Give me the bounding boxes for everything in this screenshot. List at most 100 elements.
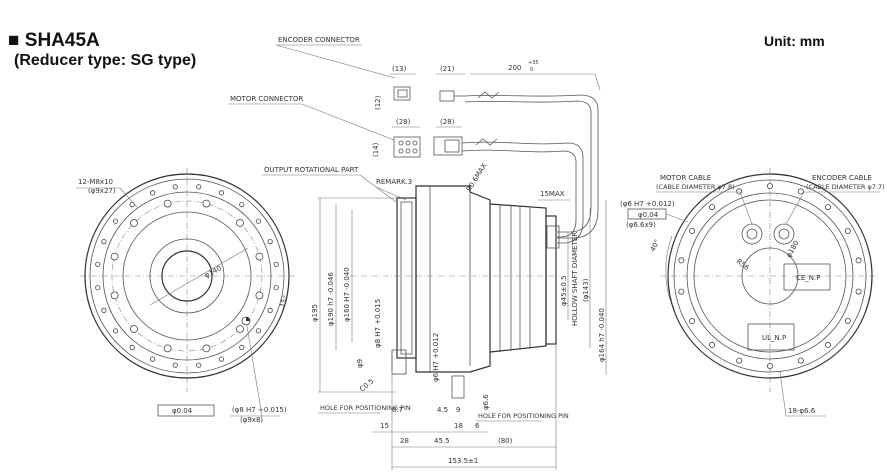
left-ring-2 <box>102 191 272 361</box>
right-bolt-hole <box>824 341 831 348</box>
encoder-cable-edge <box>464 100 592 233</box>
left-outer-hole <box>273 285 279 291</box>
angle-15: 15° <box>278 294 290 308</box>
left-outer-hole <box>239 202 245 208</box>
dim-164: φ164 h7 -0.040 <box>598 308 606 362</box>
encoder-cable-label: ENCODER CABLE <box>812 174 872 182</box>
hole-pin-left-label: HOLE FOR POSITIONING PIN <box>320 404 411 412</box>
hole-pin-right-label: HOLE FOR POSITIONING PIN <box>478 412 569 420</box>
m8-depth-label: (φ9x27) <box>88 187 116 195</box>
left-outer-circle <box>84 173 290 379</box>
r06-label: R0.6MAX <box>465 162 489 193</box>
ul-np-label: UL_N.P <box>762 334 786 342</box>
right-outer-circle <box>667 173 873 379</box>
encoder-connector-body <box>393 86 411 101</box>
dim-13: (13) <box>392 65 407 73</box>
d180-label: φ180 <box>785 239 801 259</box>
left-bolt-hole <box>236 219 244 227</box>
remark-label: REMARK.3 <box>376 178 412 186</box>
angle-40: 40° <box>649 238 662 253</box>
left-outer-hole <box>101 239 107 245</box>
left-outer-hole <box>218 356 224 362</box>
left-bolt-holes <box>110 199 264 353</box>
flat-tol-box-left <box>157 404 215 417</box>
left-outer-hole <box>101 307 107 313</box>
left-hollow-bore <box>161 250 213 302</box>
left-outer-hole <box>196 362 202 368</box>
left-bolt-hole <box>236 325 244 333</box>
motor-cable-exit <box>741 223 763 245</box>
unit-label: Unit: mm <box>764 33 825 49</box>
encoder-cable-break <box>477 91 500 99</box>
left-outer-hole <box>129 202 135 208</box>
pin-left-depth: (φ9x8) <box>240 416 263 424</box>
dim-80: (80) <box>498 437 513 445</box>
left-bolt-hole <box>163 199 172 208</box>
hollow-shaft-label: HOLLOW SHAFT DIAMETER <box>571 232 579 326</box>
dim-200-tol-lower: 0 <box>530 67 533 73</box>
holes-18: 18-φ6.6 <box>788 407 816 415</box>
dim-6h7: φ6 H7 +0.012 <box>432 333 440 382</box>
encoder-connector-pins <box>397 89 408 98</box>
encoder-plug <box>439 90 455 102</box>
left-outer-hole <box>196 184 202 190</box>
left-bolt-hole <box>110 291 119 300</box>
left-bolt-hole <box>130 219 138 227</box>
dim-9: φ9 <box>356 359 364 368</box>
left-outer-hole <box>273 261 279 267</box>
left-outer-hole <box>255 328 261 334</box>
dim-45: φ45±0.5 <box>560 275 568 306</box>
dim-28b: (28) <box>440 118 455 126</box>
dim-9b: 9 <box>456 406 460 414</box>
left-outer-hole <box>129 344 135 350</box>
motor-connector-body <box>393 136 421 158</box>
output-flange-inner <box>400 201 413 355</box>
output-flange <box>396 197 417 359</box>
dim-6: 6 <box>475 422 480 430</box>
left-outer-hole <box>150 356 156 362</box>
left-outer-hole <box>113 328 119 334</box>
dim-21: (21) <box>440 65 455 73</box>
right-bolt-hole <box>709 341 716 348</box>
dim-143: (φ143) <box>582 278 590 302</box>
motor-cable-break <box>475 138 498 146</box>
dim-140-line <box>149 247 249 306</box>
dim-8h7: φ8 H7 +0.015 <box>374 299 382 348</box>
dim-15: 15 <box>380 422 389 430</box>
left-outer-hole <box>95 285 101 291</box>
right-bolt-hole <box>767 362 774 369</box>
left-pin-mark <box>246 317 250 321</box>
dim-28: 28 <box>400 437 409 445</box>
right-ring-3 <box>693 199 847 353</box>
left-outer-ring <box>89 178 285 374</box>
right-bolt-hole <box>855 288 862 295</box>
left-outer-hole <box>172 184 178 190</box>
left-outer-hole <box>172 362 178 368</box>
dim-15max: 15MAX <box>540 190 565 198</box>
dim-160: φ160 H7 -0.040 <box>343 267 351 322</box>
flat-tol-left: φ0.04 <box>172 407 193 415</box>
dim-18: 18 <box>454 422 463 430</box>
dim-190: φ190 h7 -0.046 <box>327 272 335 326</box>
right-bolt-hole <box>709 204 716 211</box>
right-bolt-hole <box>824 204 831 211</box>
m8-arrow <box>119 187 138 208</box>
dim-200-ext <box>594 73 601 91</box>
angle-40-arc <box>665 235 673 301</box>
page-subtitle: (Reducer type: SG type) <box>14 52 197 69</box>
pin-right-tol: φ0.04 <box>638 211 659 219</box>
motor-housing <box>489 203 547 353</box>
motor-plug <box>433 136 463 156</box>
ce-np-label: CE_N.P <box>796 274 821 282</box>
motor-plug-inner <box>444 139 460 153</box>
left-outer-holes <box>95 184 279 368</box>
dim-8-7: 8.7 <box>392 406 403 414</box>
encoder-cable <box>464 94 599 239</box>
dim-12: (12) <box>374 95 382 110</box>
title-text: SHA45A <box>24 30 100 51</box>
motor-cable-dia: (CABLE DIAMETER φ7.8) <box>656 183 735 191</box>
left-outer-hole <box>239 344 245 350</box>
rear-cover <box>545 215 557 345</box>
ce-nameplate <box>783 263 831 291</box>
